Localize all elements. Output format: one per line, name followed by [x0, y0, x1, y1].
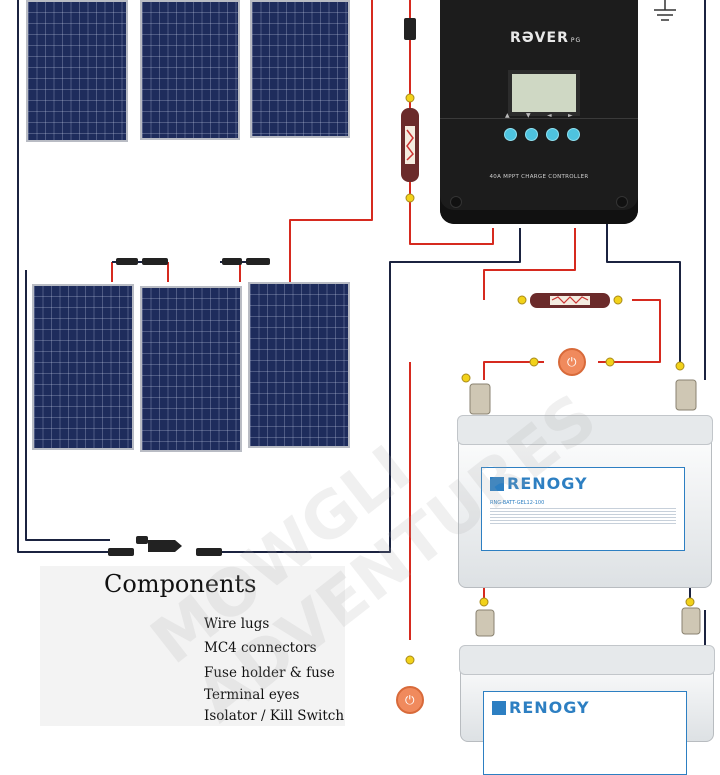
battery-label-2: RENOGY	[483, 691, 687, 775]
legend-label-mc4-connectors: MC4 connectors	[204, 640, 317, 656]
isolator-switch-icon: ⏻	[558, 348, 586, 376]
controller-label: 40A MPPT CHARGE CONTROLLER	[489, 174, 589, 180]
solar-panel-top-2	[140, 0, 240, 140]
renogy-logo-icon-2	[492, 701, 506, 715]
legend-label-fuse-holder: Fuse holder & fuse	[204, 665, 335, 681]
positive-wire-fuse-to-isolator	[598, 299, 661, 363]
legend-label-wire-lugs: Wire lugs	[204, 616, 270, 632]
battery-fine-print	[490, 508, 676, 526]
power-icon-2: ⏻	[405, 693, 415, 707]
negative-wire-controller-to-battery	[606, 224, 681, 366]
ground-icon	[654, 0, 676, 21]
right-arrow-icon: ►	[568, 112, 573, 119]
terminal-eye-icon	[405, 357, 695, 665]
mc4-connector-icon	[116, 258, 270, 265]
legend-title: Components	[104, 570, 257, 598]
battery-lid-2	[459, 645, 715, 675]
up-arrow-icon: ▲	[505, 112, 510, 119]
negative-wire-left-loop	[17, 0, 110, 553]
fuse-holder-icon-battery	[517, 293, 623, 308]
down-arrow-icon: ▼	[526, 112, 531, 119]
controller-buttons	[502, 124, 584, 144]
controller-lcd-screen	[508, 70, 580, 116]
battery-logo: RENOGY	[490, 474, 588, 493]
controller-screw-left	[450, 196, 462, 208]
controller-divider	[440, 118, 638, 119]
wire-lug-icon	[469, 379, 701, 637]
controller-brand-text: RƏVER	[510, 30, 569, 46]
battery-model: RNG-BATT-GEL12-100	[490, 500, 545, 506]
battery-brand-2: RENOGY	[509, 698, 590, 717]
components-legend: Components Wire lugs MC4 connectors Fuse…	[40, 566, 345, 726]
negative-wire-mc4-to-controller	[220, 228, 521, 553]
battery-2: RENOGY	[459, 645, 715, 775]
left-arrow-icon: ◄	[547, 112, 552, 119]
fuse-holder-icon-pv	[401, 18, 419, 203]
solar-panel-bottom-3	[248, 282, 350, 448]
isolator-switch-icon-2: ⏻	[396, 686, 424, 714]
controller-button-right	[567, 128, 580, 141]
power-icon: ⏻	[567, 355, 577, 369]
controller-button-down	[525, 128, 538, 141]
renogy-logo-icon	[490, 477, 504, 491]
solar-panel-top-1	[26, 0, 128, 142]
positive-wire-controller-to-fuse	[483, 228, 576, 300]
solar-panel-bottom-1	[32, 284, 134, 450]
battery-label: RENOGY RNG-BATT-GEL12-100	[481, 467, 685, 551]
negative-wire-lower-array	[25, 270, 110, 541]
battery-brand: RENOGY	[507, 474, 588, 493]
battery-logo-2: RENOGY	[492, 698, 590, 717]
battery-1: RENOGY RNG-BATT-GEL12-100	[457, 415, 713, 588]
controller-button-left	[546, 128, 559, 141]
positive-wire-isolator-to-battery	[483, 361, 544, 380]
mc4-branch-connector-icon	[108, 536, 222, 556]
legend-label-terminal-eyes: Terminal eyes	[204, 687, 300, 703]
controller-screw-right	[616, 196, 628, 208]
controller-brand-suffix: PG	[570, 37, 582, 44]
legend-label-isolator: Isolator / Kill Switch	[204, 708, 345, 724]
solar-panel-top-3	[250, 0, 350, 138]
battery-lid	[457, 415, 713, 445]
controller-button-up	[504, 128, 517, 141]
solar-panel-bottom-2	[140, 286, 242, 452]
positive-wire-upper-array	[289, 0, 373, 282]
